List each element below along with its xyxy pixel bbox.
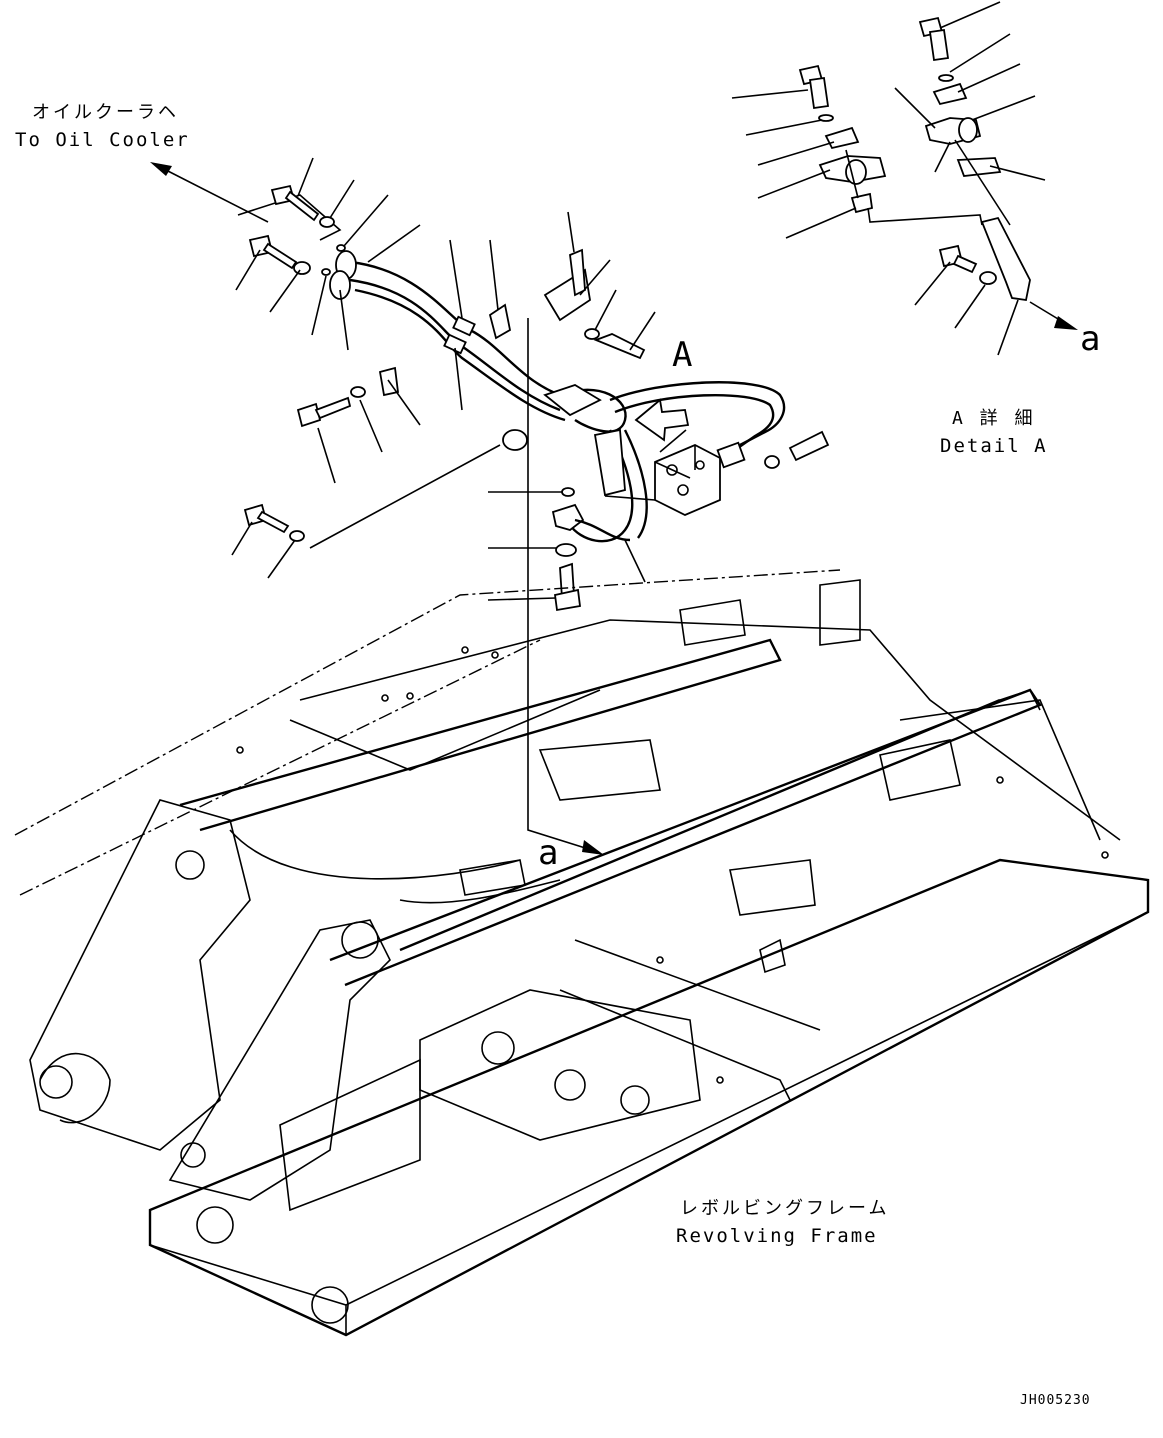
detail-a-hose <box>609 381 830 469</box>
reference-line <box>527 318 604 855</box>
reference-a-detail: a <box>1080 319 1101 359</box>
detail-a-label-jp: A 詳 細 <box>952 408 1036 429</box>
revolving-frame-label-jp: レボルビングフレーム <box>680 1198 890 1219</box>
hose-assembly <box>329 250 648 543</box>
revolving-frame-label-en: Revolving Frame <box>676 1225 878 1247</box>
valve-block <box>654 444 721 516</box>
upper-left-fasteners <box>243 184 646 542</box>
detail-reference-A: A <box>672 335 693 375</box>
drawing-code: JH005230 <box>1020 1393 1091 1408</box>
lower-fittings <box>551 487 631 612</box>
revolving-frame <box>14 569 1150 1337</box>
to-oil-cooler-arrow <box>150 162 342 241</box>
detail-a-label-en: Detail A <box>940 435 1048 457</box>
to-oil-cooler-label-jp: オイルクーラヘ <box>32 102 179 123</box>
to-oil-cooler-label-en: To Oil Cooler <box>15 129 190 151</box>
detail-a-parts <box>798 16 1031 302</box>
reference-a-frame: a <box>538 833 559 873</box>
detail-a-leaders <box>731 1 1078 356</box>
bracket-and-clamps <box>378 248 626 497</box>
leader-lines <box>231 157 687 601</box>
